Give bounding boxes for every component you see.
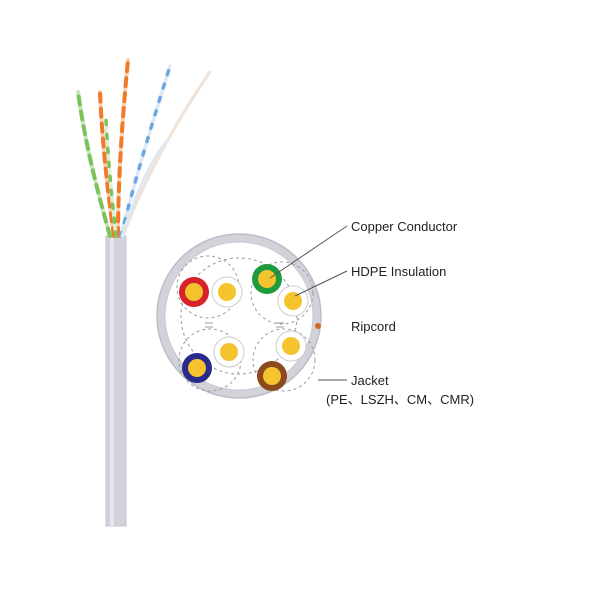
- ripcord-dot: [315, 323, 321, 329]
- label-copper-conductor: Copper Conductor: [351, 219, 458, 234]
- pair-green-conductor: [258, 270, 276, 288]
- pair-boundary-green: [250, 261, 314, 325]
- leader-lines: [269, 225, 348, 381]
- wire-blue: [119, 64, 172, 238]
- cable-cross-section: [156, 233, 322, 399]
- wire-orange-2: [116, 58, 130, 238]
- pair-red-partner-conductor: [218, 283, 236, 301]
- leader-hdpe-insulation: [294, 270, 348, 297]
- label-jacket-materials: (PE、LSZH、CM、CMR): [326, 392, 474, 407]
- label-ripcord: Ripcord: [351, 319, 396, 334]
- wire-green-2: [104, 118, 118, 238]
- pair-green-partner-conductor: [284, 292, 302, 310]
- cross-filler: [180, 257, 298, 375]
- cable-jacket-body: [105, 235, 127, 527]
- cable-jacket-highlight: [110, 236, 114, 526]
- leader-copper-conductor: [269, 225, 348, 279]
- wire-orange-1: [98, 90, 116, 238]
- wire-green: [76, 90, 112, 238]
- twisted-pairs: [76, 58, 212, 238]
- pair-blue-partner-conductor: [220, 343, 238, 361]
- wire-white-blue: [120, 138, 170, 238]
- pair-brown-conductor: [263, 367, 281, 385]
- pair-brown-partner-conductor: [282, 337, 300, 355]
- pair-blue-conductor: [188, 359, 206, 377]
- pair-boundary-brown: [252, 328, 316, 392]
- separator-marks: [205, 322, 284, 328]
- pair-red-conductor: [185, 283, 203, 301]
- label-hdpe-insulation: HDPE Insulation: [351, 264, 446, 279]
- wire-white-brown: [121, 70, 212, 238]
- label-jacket: Jacket: [351, 373, 389, 388]
